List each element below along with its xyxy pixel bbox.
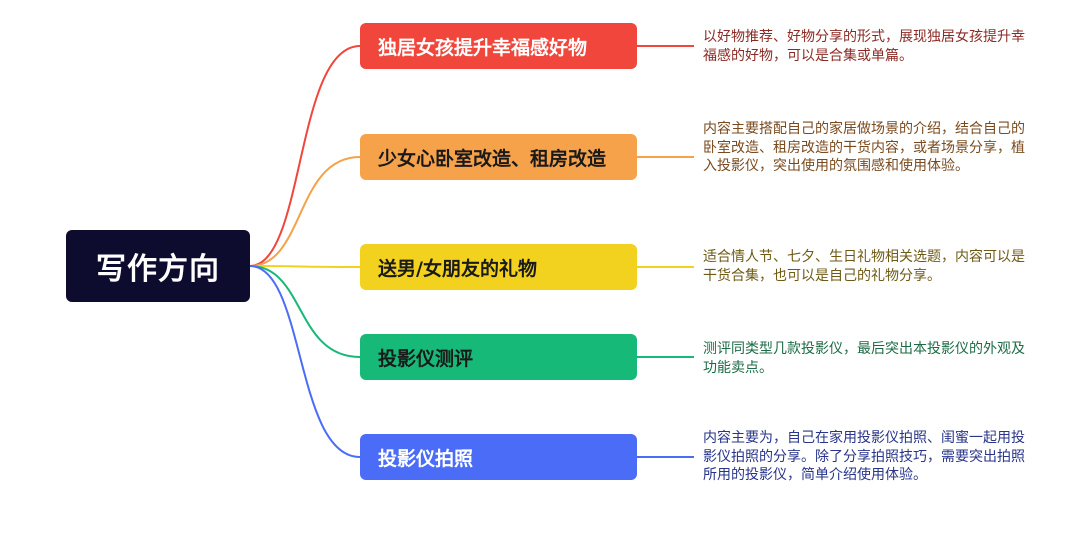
- root-connector-5: [249, 265, 361, 458]
- branch-label-3: 送男/女朋友的礼物: [378, 257, 537, 280]
- branch-node-2: 少女心卧室改造、租房改造: [360, 134, 637, 180]
- branch-description-4: 测评同类型几款投影仪，最后突出本投影仪的外观及功能卖点。: [703, 341, 1025, 376]
- root-connector-2: [249, 156, 361, 267]
- root-connector-1: [249, 45, 361, 267]
- branch-node-3: 送男/女朋友的礼物: [360, 244, 637, 290]
- branch-label-4: 投影仪测评: [378, 347, 474, 370]
- root-connector-4: [249, 265, 361, 358]
- branch-description-5: 内容主要为，自己在家用投影仪拍照、闺蜜一起用投影仪拍照的分享。除了分享拍照技巧，…: [703, 430, 1025, 483]
- branch-label-2: 少女心卧室改造、租房改造: [378, 147, 607, 170]
- branch-description-2: 内容主要搭配自己的家居做场景的介绍，结合自己的卧室改造、租房改造的干货内容，或者…: [703, 121, 1025, 174]
- branch-description-3: 适合情人节、七夕、生日礼物相关选题，内容可以是干货合集，也可以是自己的礼物分享。: [703, 249, 1025, 284]
- branch-node-5: 投影仪拍照: [360, 434, 637, 480]
- root-node: 写作方向: [66, 230, 250, 302]
- branch-label-1: 独居女孩提升幸福感好物: [378, 36, 588, 59]
- branch-node-4: 投影仪测评: [360, 334, 637, 380]
- branch-description-1: 以好物推荐、好物分享的形式，展现独居女孩提升幸福感的好物，可以是合集或单篇。: [703, 29, 1025, 64]
- branch-label-5: 投影仪拍照: [378, 447, 474, 470]
- root-title: 写作方向: [96, 252, 220, 287]
- branch-node-1: 独居女孩提升幸福感好物: [360, 23, 637, 69]
- root-connector-3: [249, 265, 361, 268]
